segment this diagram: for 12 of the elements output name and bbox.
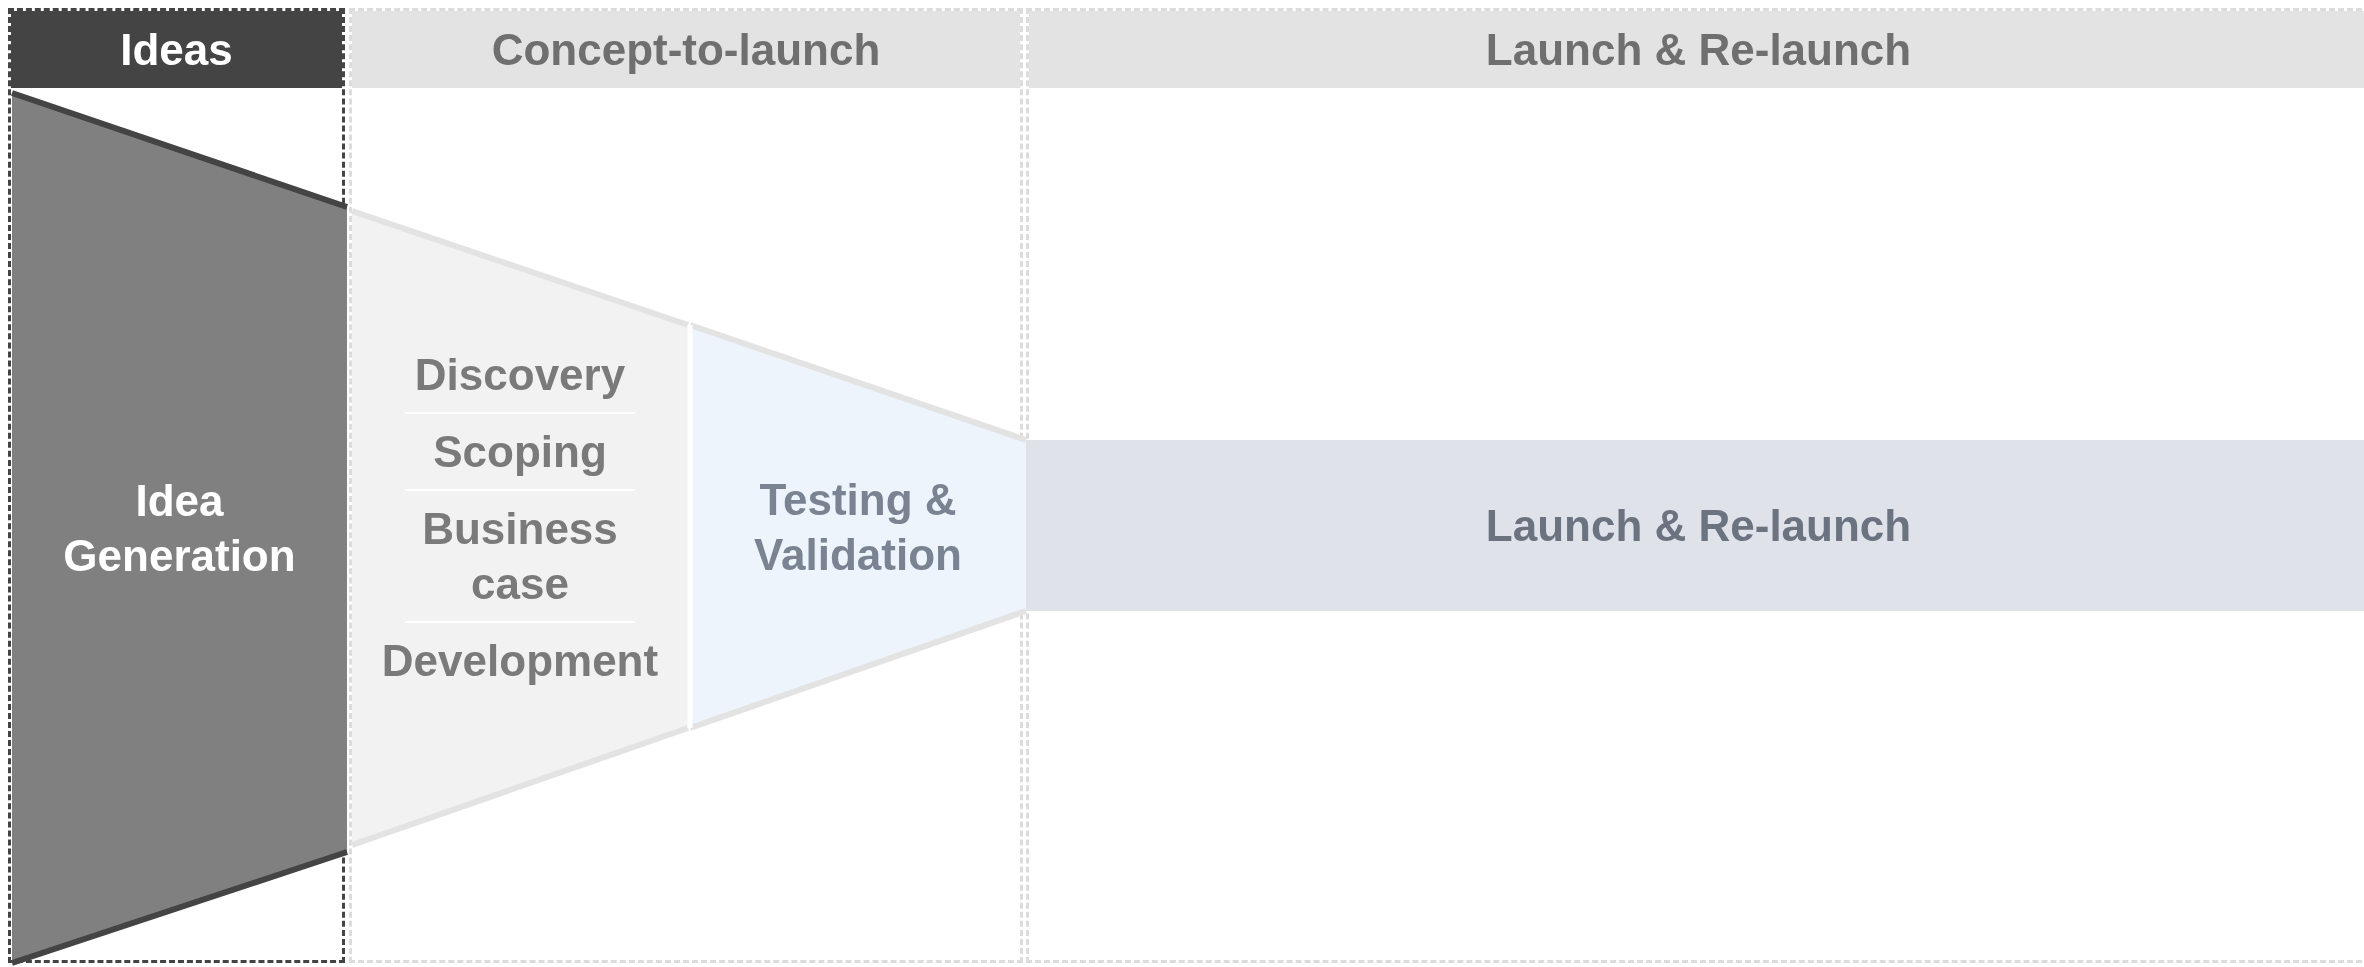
column-header: Concept-to-launch (352, 11, 1020, 88)
launch-band (1026, 440, 2364, 611)
stage-label: Business case (421, 503, 619, 610)
column-header: Ideas (11, 11, 342, 88)
stage-label: Development (381, 635, 659, 687)
stage-label: Testing & Validation (753, 473, 963, 581)
column-frame (1026, 8, 2364, 963)
stage-label: Idea Generation (62, 475, 297, 582)
column-header: Launch & Re-launch (1029, 11, 2364, 88)
stage-label: Discovery (414, 349, 626, 401)
stage-label: Launch & Re-launch (1485, 500, 1912, 552)
stage-label: Scoping (433, 426, 607, 478)
